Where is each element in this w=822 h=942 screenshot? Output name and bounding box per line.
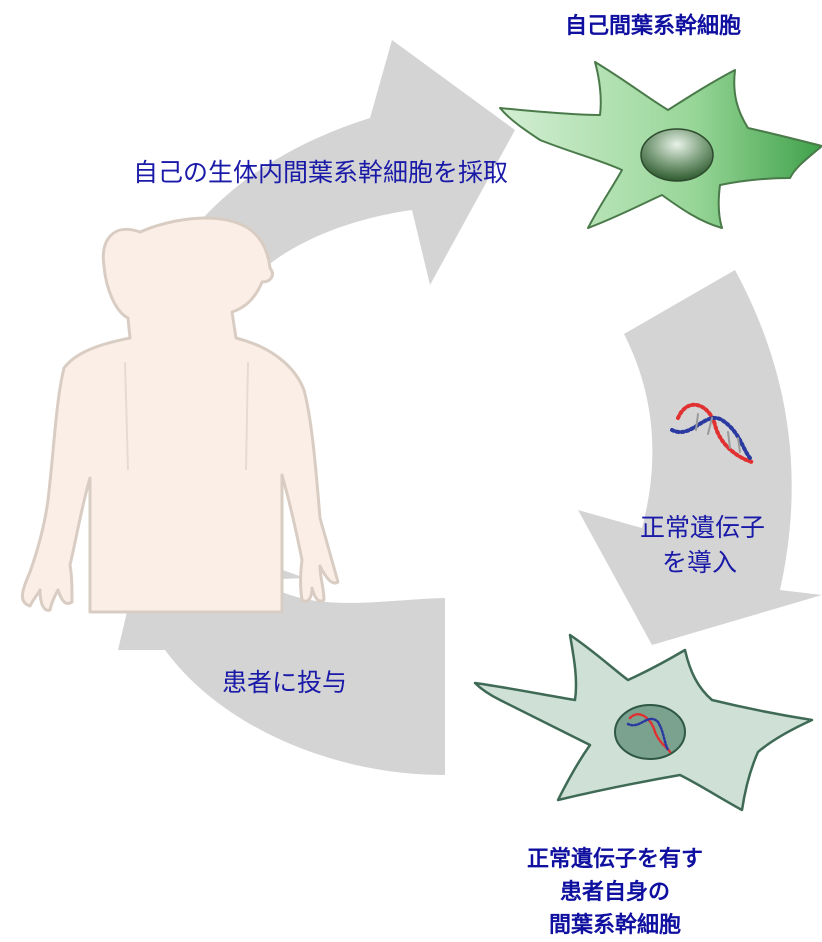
modified-stem-cell-icon <box>475 635 812 810</box>
nucleus-icon <box>615 705 685 759</box>
bottom-cell-title-line2: 患者自身の <box>495 876 735 909</box>
bottom-cell-title-line3: 間葉系幹細胞 <box>495 909 735 942</box>
step-harvest-label: 自己の生体内間葉系幹細胞を採取 <box>133 153 508 189</box>
step-administer-label: 患者に投与 <box>222 663 347 699</box>
human-figure-icon <box>22 218 338 612</box>
bottom-cell-title: 正常遺伝子を有す 患者自身の 間葉系幹細胞 <box>495 843 735 942</box>
nucleus-icon <box>641 129 713 181</box>
arrow-right <box>578 270 822 645</box>
bottom-cell-title-line1: 正常遺伝子を有す <box>495 843 735 876</box>
step-introduce-label-line2: を導入 <box>662 543 737 579</box>
stem-cell-icon <box>500 62 822 228</box>
step-introduce-label-line1: 正常遺伝子 <box>640 508 765 544</box>
top-cell-title: 自己間葉系幹細胞 <box>565 10 741 43</box>
